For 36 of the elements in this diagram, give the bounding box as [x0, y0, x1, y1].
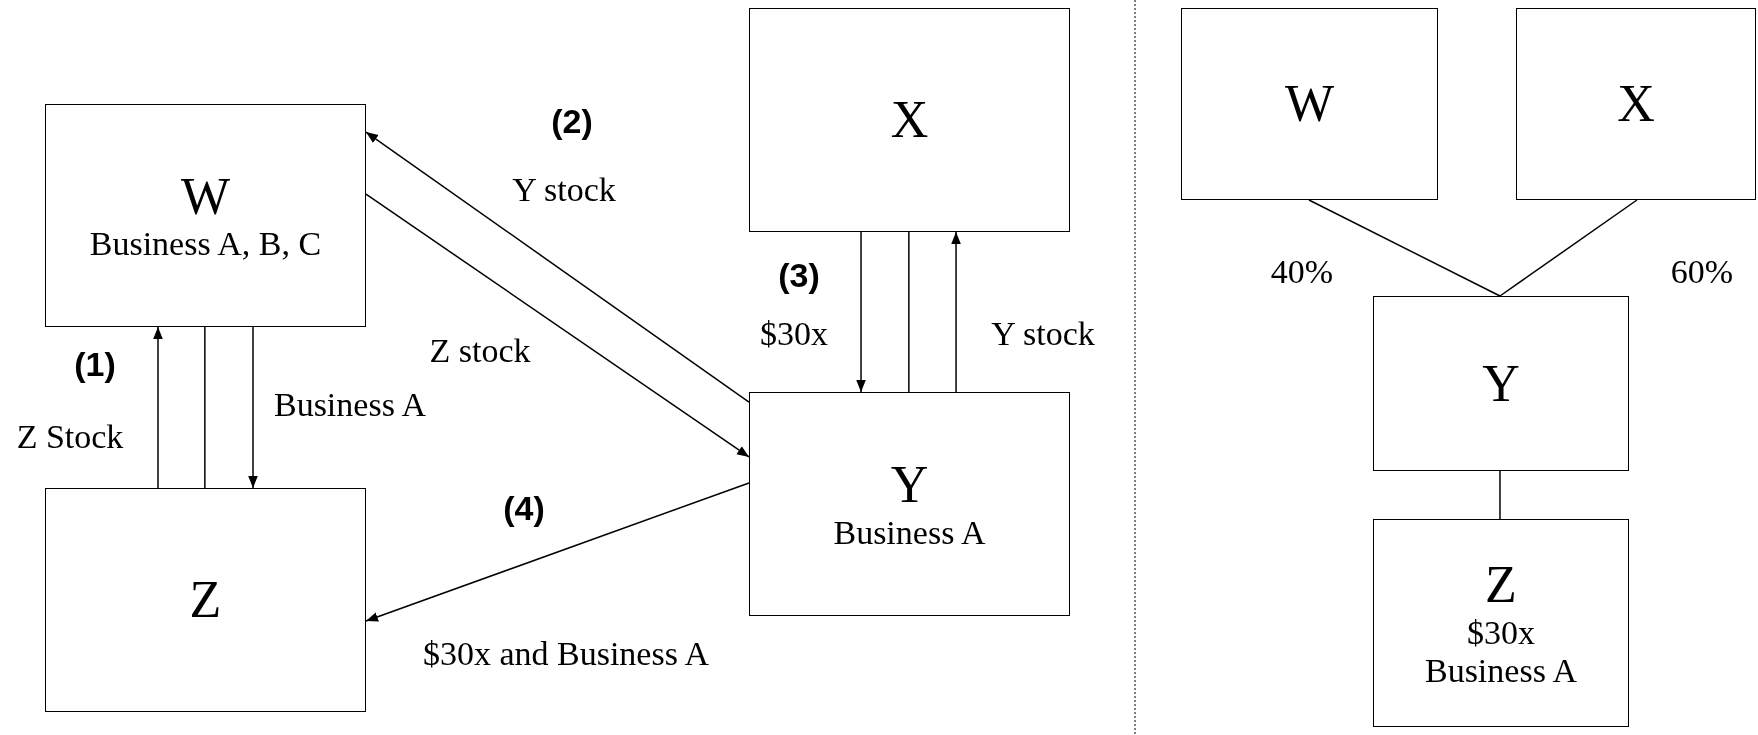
- connector-line: [908, 231, 910, 393]
- entity-description: Business A: [1424, 651, 1578, 690]
- entity-name: Y: [890, 456, 929, 514]
- entity-name: W: [180, 167, 231, 226]
- arrow: [365, 482, 750, 622]
- entity-name: Z: [1485, 556, 1517, 614]
- connector-line: [1499, 470, 1501, 520]
- entity-box: [1181, 8, 1438, 200]
- entity-description: $30x: [1467, 613, 1535, 652]
- entity-box: [749, 392, 1070, 616]
- step-number: (2): [551, 101, 593, 141]
- arrow: [856, 231, 866, 393]
- entity-name: X: [1617, 75, 1655, 133]
- arrow: [951, 231, 961, 393]
- step-number: (1): [74, 344, 116, 384]
- arrow: [365, 193, 750, 458]
- entity-name: W: [1284, 75, 1335, 133]
- entity-name: Y: [1482, 354, 1520, 413]
- entity-box: [1373, 519, 1629, 727]
- entity-name: Z: [189, 571, 222, 629]
- entity-box: [45, 488, 366, 712]
- arrow: [248, 326, 258, 489]
- entity-box: [1516, 8, 1756, 200]
- arrow: [153, 326, 163, 489]
- entity-box: [45, 104, 366, 327]
- entity-description: Business A, B, C: [89, 225, 322, 264]
- entity-description: Business A: [833, 513, 986, 552]
- entity-box: [749, 8, 1070, 232]
- connector-line: [204, 326, 206, 489]
- connector-line: [1499, 199, 1638, 297]
- entity-box: [1373, 296, 1629, 471]
- arrow: [365, 131, 750, 403]
- step-number: (4): [503, 488, 545, 528]
- entity-name: X: [890, 91, 929, 149]
- step-number: (3): [778, 255, 820, 295]
- connector-line: [1308, 199, 1501, 297]
